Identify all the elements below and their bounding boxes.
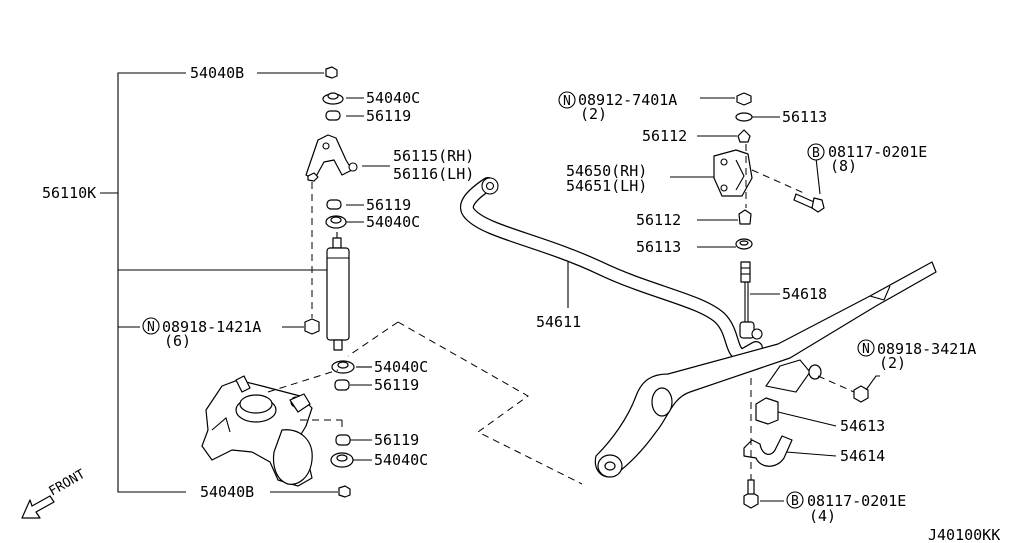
bottom-nut-icon (338, 485, 351, 498)
clamp-bolt-qty-label: (4) (809, 507, 836, 525)
bracket-bolt-marker-circle (807, 143, 825, 161)
link-bottom-bushing-icon (738, 209, 752, 225)
shock-absorber-group: 56110K 54040B 54040C 56119 56115(RH) 561… (42, 64, 583, 501)
bracket-bolt-qty-label: (8) (830, 157, 857, 175)
clamp-nut-icon (853, 385, 869, 403)
washer-top-label: 56113 (782, 108, 827, 126)
bar-bushing-icon (755, 397, 779, 425)
front-label: FRONT (47, 467, 89, 500)
nut-marker-circle (558, 91, 576, 109)
shock-absorber-icon (326, 247, 350, 341)
bolt-nut-icon (304, 318, 320, 335)
bracket-lh-label: 56116(LH) (393, 165, 474, 183)
upper-washer-label: 54040C (366, 89, 420, 107)
bolt-marker: N (147, 320, 155, 335)
clamp-nut-qty-label: (2) (879, 354, 906, 372)
axle-housing-icon (201, 375, 313, 487)
clamp-bolt-icon (743, 479, 759, 509)
upper-bushing-label: 56119 (366, 107, 411, 125)
bracket-nut-icon (307, 172, 319, 182)
bracket-bolt-label: 08117-0201E (828, 143, 927, 161)
clamp-nut-label: 08918-3421A (877, 340, 976, 358)
bolt-qty-label: (6) (164, 332, 191, 350)
diagram-id: J40100KK (928, 526, 1000, 543)
bracket-bolt-marker: B (812, 146, 820, 161)
mid-bushing-icon (326, 199, 342, 210)
link-top-washer-icon (735, 112, 753, 122)
top-nut-label: 54040B (190, 64, 244, 82)
stabilizer-bar-label: 54611 (536, 313, 581, 331)
lower-washer-label: 54040C (374, 358, 428, 376)
bracket-rh-label: 56115(RH) (393, 147, 474, 165)
bracket-rh-label: 54650(RH) (566, 162, 647, 180)
bolt-marker-circle (142, 317, 160, 335)
lower-bushing-label: 56119 (374, 376, 419, 394)
nut-marker: N (563, 94, 571, 109)
clamp-bolt-marker-circle (786, 491, 804, 509)
mid-washer-label: 54040C (366, 213, 420, 231)
assembly-label: 56110K (42, 184, 96, 202)
upper-bushing-icon (325, 110, 341, 121)
nut-qty-label: (2) (580, 105, 607, 123)
stabilizer-group: N 08912-7401A (2) 56113 56112 B 08117-02… (459, 91, 976, 525)
link-top-bushing-icon (737, 129, 751, 143)
bottom-bushing-icon (335, 434, 351, 446)
top-nut-icon (325, 66, 338, 79)
stabilizer-link-icon (739, 261, 763, 340)
axle-beam-icon (594, 261, 937, 478)
front-arrow-icon: FRONT (21, 467, 89, 519)
clamp-bolt-marker: B (791, 494, 799, 509)
stabilizer-bar-icon (461, 178, 762, 363)
bottom-bushing-label: 56119 (374, 431, 419, 449)
link-label: 54618 (782, 285, 827, 303)
bracket-bolt-icon (793, 193, 825, 213)
bolt-label: 08918-1421A (162, 318, 261, 336)
bottom-washer-label: 54040C (374, 451, 428, 469)
bracket-lh-label: 54651(LH) (566, 177, 647, 195)
bushing-bottom-label: 56112 (636, 211, 681, 229)
clamp-nut-marker: N (862, 342, 870, 357)
clamp-nut-marker-circle (857, 339, 875, 357)
clamp-label: 54614 (840, 447, 885, 465)
bar-bushing-label: 54613 (840, 417, 885, 435)
nut-label: 08912-7401A (578, 91, 677, 109)
clamp-icon (743, 435, 793, 467)
clamp-bolt-label: 08117-0201E (807, 492, 906, 510)
washer-bottom-label: 56113 (636, 238, 681, 256)
assembly-bracket-line (117, 72, 186, 493)
lower-bushing-icon (334, 379, 350, 391)
link-top-nut-icon (736, 92, 752, 106)
mid-bushing-label: 56119 (366, 196, 411, 214)
bottom-nut-label: 54040B (200, 483, 254, 501)
bushing-top-label: 56112 (642, 127, 687, 145)
